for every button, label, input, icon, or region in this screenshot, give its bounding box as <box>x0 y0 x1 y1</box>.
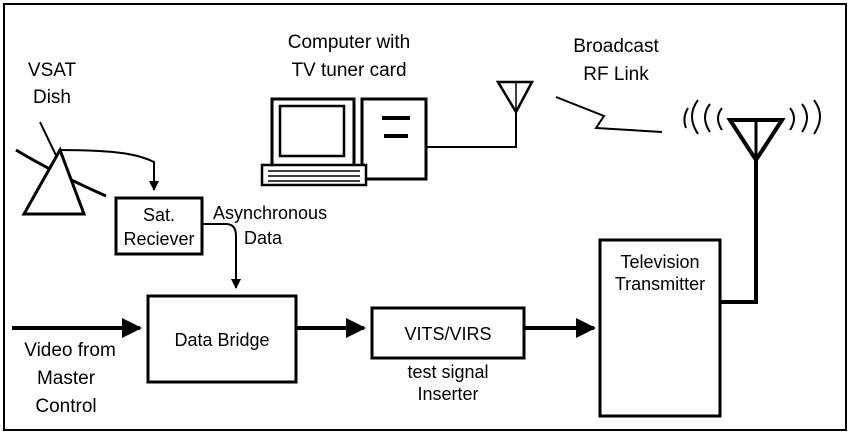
computer-label-line1: Computer with <box>288 32 411 53</box>
broadcast-antenna-icon <box>683 99 821 164</box>
inserter-label-line1: test signal <box>407 362 488 382</box>
sat-receiver-label-line2: Reciever <box>123 229 194 249</box>
tv-transmitter-box <box>598 238 722 418</box>
computer-label-line2: TV tuner card <box>291 60 406 81</box>
inserter-label-line2: Inserter <box>417 384 478 404</box>
desktop-computer-icon <box>260 97 428 187</box>
lightning-link-icon <box>555 96 663 133</box>
antenna-icon <box>495 80 535 115</box>
data-bridge-box <box>146 294 298 384</box>
computer-antenna-cable <box>426 110 517 148</box>
frame-border <box>3 3 847 431</box>
video-source-label-line3: Control <box>35 396 96 417</box>
rf-link-label-line2: RF Link <box>583 64 649 85</box>
rf-link-label-line1: Broadcast <box>573 36 659 57</box>
data-bridge-label: Data Bridge <box>174 330 269 350</box>
vsat-label-line2: Dish <box>33 87 71 108</box>
vits-label: VITS/VIRS <box>404 324 491 344</box>
dish-feed-line <box>59 149 159 191</box>
transmitter-label-line1: Television <box>620 252 699 272</box>
vsat-label-line1: VSAT <box>28 60 77 81</box>
async-data-line <box>202 223 241 289</box>
transmitter-label-line2: Transmitter <box>615 274 705 294</box>
satellite-dish-icon <box>15 121 107 216</box>
transmitter-antenna-feed <box>720 160 758 304</box>
vits-virs-box <box>370 306 526 360</box>
async-data-label-line1: Asynchronous <box>213 203 327 223</box>
async-data-label-line2: Data <box>244 228 283 248</box>
sat-receiver-box <box>114 196 204 256</box>
video-source-label-line1: Video from <box>24 340 116 361</box>
video-source-label-line2: Master <box>37 368 96 389</box>
sat-receiver-label-line1: Sat. <box>143 205 175 225</box>
